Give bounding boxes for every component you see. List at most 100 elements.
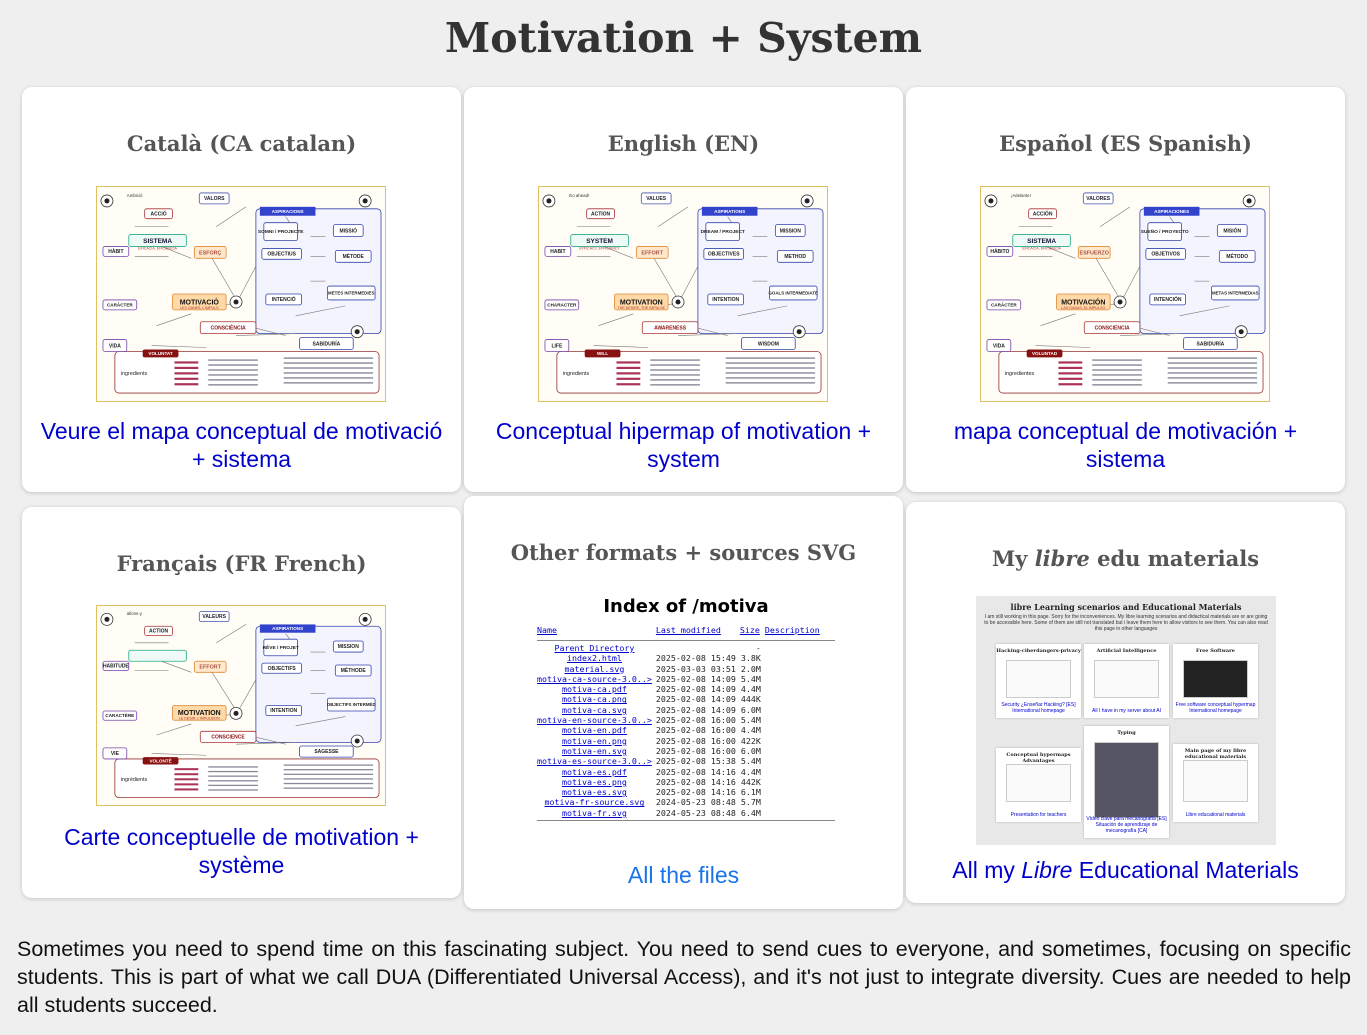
file-size: 4.4M: [740, 766, 761, 777]
map-node-label: HABITUDE: [103, 663, 129, 669]
file-size: 6.0M: [740, 745, 761, 756]
map-node-label: MOTIVACIÓN: [1061, 297, 1105, 306]
map-node-box: [142, 757, 179, 765]
tile-link[interactable]: Free software conceptual hypermap Intern…: [1175, 702, 1256, 714]
file-link[interactable]: motiva-es.pdf: [561, 766, 627, 777]
page-title: Motivation + System: [444, 14, 923, 62]
concept-map-link[interactable]: Carte conceptuelle de motivation + systè…: [64, 824, 419, 878]
map-node-box: [102, 660, 130, 671]
file-link[interactable]: motiva-ca.pdf: [561, 684, 627, 695]
all-files-link[interactable]: All the files: [627, 862, 740, 888]
file-link[interactable]: motiva-es.svg: [561, 787, 627, 798]
tile-link[interactable]: Presentation for teachers: [1010, 812, 1067, 818]
connector-line: [216, 206, 247, 227]
file-link[interactable]: motiva-en.svg: [561, 745, 627, 756]
file-link[interactable]: motiva-es-source-3.0..>: [537, 756, 652, 767]
text-line: [725, 382, 816, 384]
file-table: Name Last modified Size Description Pare…: [537, 625, 835, 823]
ingredient-line: [616, 366, 641, 369]
column-header-name[interactable]: Name: [537, 625, 557, 635]
card-heading: Français (FR French): [116, 551, 367, 576]
file-size: 3.8K: [740, 653, 761, 664]
map-node-box: [334, 250, 372, 263]
concept-map-diagram: VALUESASPIRATIONSACTIONHABITSYSTEMEFFORT…: [542, 192, 824, 394]
file-link[interactable]: material.svg: [564, 663, 625, 674]
file-date: 2025-02-08 16:00: [655, 745, 736, 756]
tile-link[interactable]: Libre educational materials: [1185, 812, 1246, 818]
edu-materials-link[interactable]: All my Libre Educational Materials: [952, 857, 1299, 883]
file-link[interactable]: motiva-ca-source-3.0..>: [537, 673, 652, 684]
mascot-icon-eye: [362, 616, 368, 622]
map-node-label: DREAM / PROJECT: [701, 229, 745, 235]
text-line: [208, 766, 258, 768]
file-link[interactable]: index2.html: [566, 653, 622, 664]
tile-link[interactable]: Vídeo clave para mecanografía [ES] Situa…: [1086, 816, 1167, 834]
file-date: 2025-02-08 16:00: [655, 725, 736, 736]
map-node-subtitle: LE DÉSIR, L'IMPULSION: [179, 715, 220, 720]
map-node-label: VALORS: [204, 196, 225, 202]
divider: [537, 640, 835, 641]
ingredient-line: [174, 383, 199, 386]
map-node-box: [299, 337, 354, 350]
file-link[interactable]: motiva-fr-source.svg: [544, 797, 645, 808]
parent-directory-link[interactable]: Parent Directory: [554, 643, 635, 653]
map-node-box: [144, 208, 173, 220]
column-header-size[interactable]: Size: [739, 625, 760, 635]
map-node-label: EFFORT: [199, 665, 221, 671]
file-link[interactable]: motiva-fr.svg: [561, 807, 627, 818]
map-node-label: SAGESSE: [314, 749, 339, 755]
map-node-box: [261, 662, 302, 674]
file-link[interactable]: motiva-en.png: [561, 735, 627, 746]
map-node-box: [1149, 293, 1186, 306]
column-header-description[interactable]: Description: [764, 625, 820, 635]
text-line: [283, 787, 374, 789]
ingredient-line: [616, 383, 641, 386]
file-link[interactable]: motiva-ca.png: [561, 694, 627, 705]
tile-link[interactable]: Security ¿Enseñar Hacking? [ES] Internat…: [1001, 702, 1076, 714]
concept-map-link[interactable]: mapa conceptual de motivación + sistema: [953, 418, 1298, 472]
map-node-label: VIE: [111, 751, 120, 757]
map-node-box: [102, 339, 128, 352]
text-line: [725, 367, 816, 369]
file-link[interactable]: motiva-en-source-3.0..>: [537, 715, 652, 726]
concept-map-link[interactable]: Veure el mapa conceptual de motivació + …: [40, 418, 443, 472]
map-node-label: OBJECTIVES: [708, 252, 740, 258]
file-link[interactable]: motiva-es.png: [561, 776, 627, 787]
concept-map-link[interactable]: Conceptual hipermap of motivation + syst…: [495, 418, 872, 472]
edu-materials-preview[interactable]: libre Learning scenarios and Educational…: [976, 596, 1276, 845]
connector-line: [236, 333, 296, 336]
map-node-subtitle: LES GANES, L'IMPULS: [180, 306, 219, 310]
edu-tile[interactable]: Main page of my libre educational materi…: [1173, 744, 1258, 822]
map-node-label: MISSION: [780, 228, 802, 234]
ingredient-line: [174, 768, 199, 771]
text-line: [283, 382, 374, 384]
map-node-box: [1147, 222, 1183, 241]
map-node-label: CONSCIENCE: [211, 734, 245, 740]
directory-index-preview[interactable]: Index of /motiva Name Last modified Size…: [537, 596, 835, 838]
tile-link[interactable]: All I have in my server about AI: [1092, 708, 1161, 714]
preview-title: libre Learning scenarios and Educational…: [1010, 602, 1242, 612]
map-node-subtitle: LAS GANAS, EL IMPULSO: [1061, 306, 1105, 310]
file-link[interactable]: motiva-en.pdf: [561, 725, 627, 736]
file-size: 444K: [740, 694, 761, 705]
map-node-box: [1083, 321, 1141, 335]
map-node-label: ACCIÓN: [1033, 209, 1053, 217]
text-line: [1092, 359, 1142, 361]
column-header-modified[interactable]: Last modified: [655, 625, 721, 635]
map-node-box: [128, 649, 187, 662]
text-line: [208, 374, 258, 376]
connector-line: [156, 313, 192, 326]
file-link[interactable]: motiva-ca.svg: [561, 704, 627, 715]
